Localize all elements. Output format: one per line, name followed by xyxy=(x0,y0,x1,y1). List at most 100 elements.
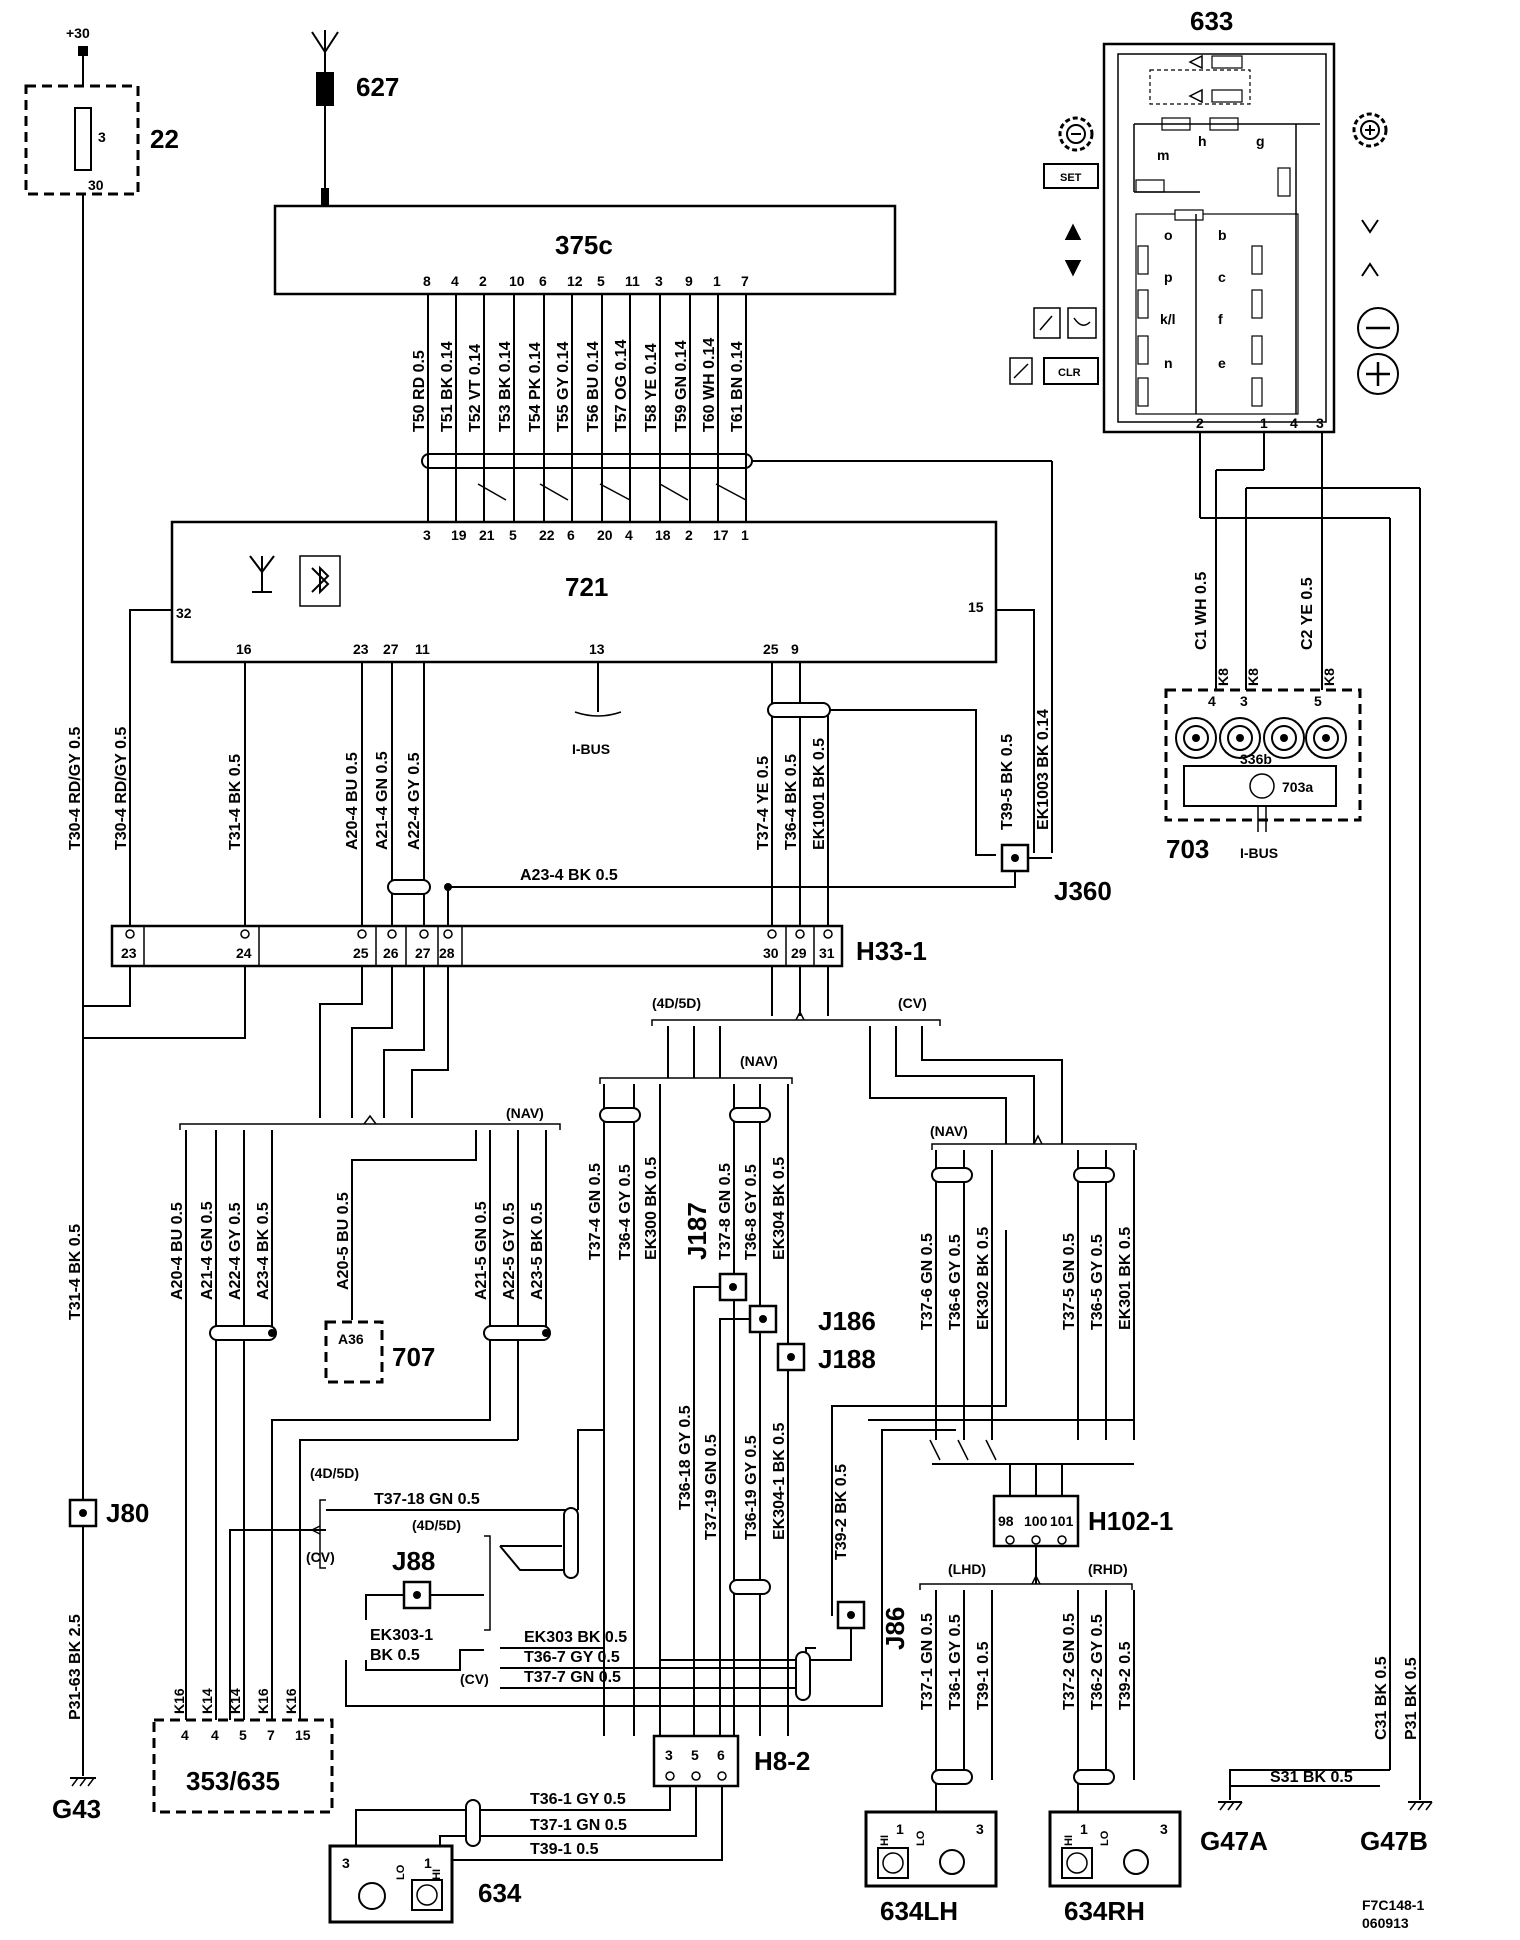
wire-label: T52 VT 0.14 xyxy=(467,344,484,432)
wire-k16-a: K16 xyxy=(171,1688,187,1714)
antenna-icon xyxy=(249,555,275,593)
speaker-icon xyxy=(939,1849,965,1875)
switch-g: g xyxy=(1256,133,1265,149)
pin-number: 22 xyxy=(539,527,555,543)
wire-t37-19: T37-19 GN 0.5 xyxy=(703,1434,720,1540)
wire-a21-4: A21-4 GN 0.5 xyxy=(374,751,391,850)
wire-t30-4-b: T30-4 RD/GY 0.5 xyxy=(113,727,130,850)
pin-15: 15 xyxy=(968,599,984,615)
pin-number: 101 xyxy=(1050,1513,1074,1529)
lo-label: LO xyxy=(395,1864,407,1880)
wire-label: T57 OG 0.14 xyxy=(613,339,630,432)
wire-p31-63: P31-63 BK 2.5 xyxy=(67,1614,84,1720)
component-707 xyxy=(324,1320,384,1384)
chevron-down-icon xyxy=(1361,219,1379,234)
component-22: +30 3 30 22 xyxy=(24,25,179,196)
pin-number: 23 xyxy=(121,945,137,961)
wire-label: T58 YE 0.14 xyxy=(643,343,660,432)
pin-number: 5 xyxy=(691,1747,699,1763)
lo-label: LO xyxy=(1099,1830,1111,1846)
wire-label: T51 BK 0.14 xyxy=(439,341,456,432)
variant-4d5d-3: (4D/5D) xyxy=(412,1517,461,1533)
wire-t36-6: T36-6 GY 0.5 xyxy=(947,1234,964,1330)
hi-label: HI xyxy=(1063,1835,1075,1846)
component-633: 633 m h g o b p c k/l f n e 2 1 4 3 xyxy=(1102,6,1336,434)
wire-k16-c: K16 xyxy=(283,1688,299,1714)
pin-number: 1 xyxy=(741,527,749,543)
pin-number: 7 xyxy=(741,273,749,289)
pin-number: 5 xyxy=(239,1727,247,1743)
wire-s31: S31 BK 0.5 xyxy=(1270,1769,1353,1786)
pin-number: 30 xyxy=(763,945,779,961)
wire-a23-4: A23-4 BK 0.5 xyxy=(520,867,618,884)
wire-t36-1: T36-1 GY 0.5 xyxy=(530,1791,626,1808)
pin-number: 100 xyxy=(1024,1513,1048,1529)
switch-m: m xyxy=(1157,147,1169,163)
pin-4: 4 xyxy=(1208,693,1216,709)
triangle-up-icon xyxy=(1064,223,1082,240)
wire-t39-1: T39-1 0.5 xyxy=(530,1841,599,1858)
variant-cv-3: (CV) xyxy=(460,1671,489,1687)
wire-ek303-1b: BK 0.5 xyxy=(370,1647,420,1664)
ground-label-g47a: G47A xyxy=(1200,1826,1268,1856)
wire-m-t37-4: T37-4 GN 0.5 xyxy=(587,1163,604,1260)
wire-ek303-1: EK303-1 xyxy=(370,1627,433,1644)
wire-label: T56 BU 0.14 xyxy=(585,341,602,432)
set-button-icon xyxy=(1043,163,1099,189)
pin-number: 6 xyxy=(567,527,575,543)
junction-label: J80 xyxy=(106,1498,149,1528)
phone-icon xyxy=(1033,307,1061,339)
transistor-icon xyxy=(1249,773,1275,799)
variant-lhd: (LHD) xyxy=(948,1561,986,1577)
wire-t37-5: T37-5 GN 0.5 xyxy=(1061,1233,1078,1330)
switch-h: h xyxy=(1198,133,1207,149)
wire-k8-c: K8 xyxy=(1321,668,1337,686)
wire-k8-b: K8 xyxy=(1245,668,1261,686)
wire-c31: C31 BK 0.5 xyxy=(1373,1656,1390,1740)
component-id: 22 xyxy=(150,124,179,154)
pin-5: 5 xyxy=(1314,693,1322,709)
pin-number: 29 xyxy=(791,945,807,961)
switch-c: c xyxy=(1218,269,1226,285)
hi-label: HI xyxy=(431,1869,443,1880)
switch-p: p xyxy=(1164,269,1173,285)
pin-3: 3 xyxy=(342,1855,350,1871)
pin-number: 23 xyxy=(353,641,369,657)
pin-number: 6 xyxy=(717,1747,725,1763)
wire-lh-t39-1: T39-1 0.5 xyxy=(975,1641,992,1710)
shield-loop xyxy=(421,453,753,469)
component-id: 633 xyxy=(1190,6,1233,36)
speaker-coil-icon xyxy=(1175,717,1347,759)
wire-rh-t36-2: T36-2 GY 0.5 xyxy=(1089,1614,1106,1710)
component-id: 634RH xyxy=(1064,1896,1145,1926)
label-336b: 336b xyxy=(1240,751,1272,767)
pin-number: 9 xyxy=(685,273,693,289)
pin-1: 1 xyxy=(1080,1821,1088,1837)
pin-number: 4 xyxy=(625,527,633,543)
wire-t37-18: T37-18 GN 0.5 xyxy=(374,1491,480,1508)
fuse-pin-out: 30 xyxy=(88,177,104,193)
connector-id: H102-1 xyxy=(1088,1506,1173,1536)
wire-lh-t37-1: T37-1 GN 0.5 xyxy=(919,1613,936,1710)
wire-label: T55 GY 0.14 xyxy=(555,341,572,432)
wire-ek300: EK300 BK 0.5 xyxy=(643,1157,660,1260)
wire-t37-4: T37-4 YE 0.5 xyxy=(755,756,772,850)
wire-t36-7: T36-7 GY 0.5 xyxy=(524,1649,620,1666)
wire-a20-4: A20-4 BU 0.5 xyxy=(344,752,361,850)
ibus-label: I-BUS xyxy=(1240,845,1278,861)
wire-t31-4-b: T31-4 BK 0.5 xyxy=(67,1224,84,1320)
wire-t36-18: T36-18 GY 0.5 xyxy=(677,1405,694,1510)
switch-o: o xyxy=(1164,227,1173,243)
component-id: 627 xyxy=(356,72,399,102)
wire-a22-5: A22-5 GY 0.5 xyxy=(501,1202,518,1300)
triangle-down-icon xyxy=(1064,260,1082,277)
pin-number: 28 xyxy=(439,945,455,961)
pin-number: 27 xyxy=(383,641,399,657)
wire-t31-4-a: T31-4 BK 0.5 xyxy=(227,754,244,850)
antenna-coil xyxy=(316,72,334,106)
